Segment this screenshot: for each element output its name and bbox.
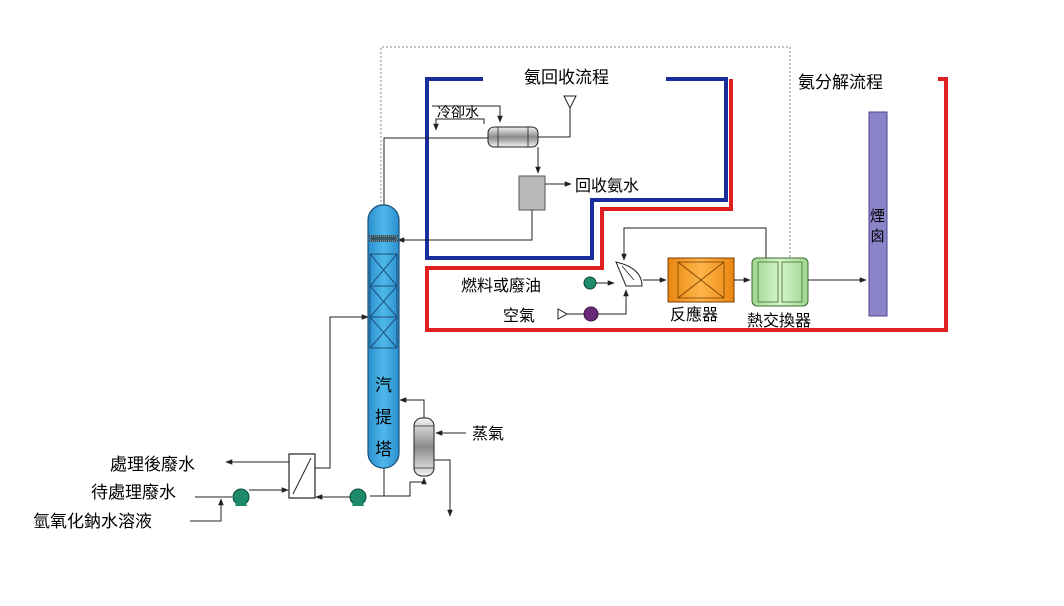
feed-effluent-exchanger (288, 453, 316, 499)
stripping-tower (367, 204, 400, 469)
air-inlet-icon (557, 308, 569, 320)
vent-line (538, 108, 571, 138)
reactor (667, 257, 735, 303)
ammonia-decomposition-label: 氨分解流程 (798, 73, 883, 93)
stripping-tower-char-2: 提 (375, 408, 392, 428)
condenser (487, 126, 539, 148)
heat-exchanger (751, 257, 809, 307)
burner (615, 261, 643, 287)
vent-icon (563, 95, 577, 110)
hx-air-preheat-loop (621, 227, 767, 261)
bottoms-to-reboiler (370, 477, 427, 497)
naoh-line (190, 498, 224, 522)
stack-char-1: 煙 (870, 207, 885, 225)
stack-char-2: 囪 (870, 227, 885, 245)
wastewater-to-treat-label: 待處理廢水 (91, 483, 176, 503)
recovery-boundary (425, 77, 728, 260)
reactor-label: 反應器 (670, 305, 718, 324)
stripping-tower-char-3: 塔 (375, 440, 392, 460)
decomposition-boundary (425, 77, 948, 332)
recovered-ammonia-water-label: 回收氨水 (575, 176, 639, 195)
fuel-pump-icon (583, 276, 597, 290)
reflux-drum (518, 175, 546, 211)
cooling-water-in (432, 105, 503, 123)
air-blower-icon (583, 306, 599, 322)
treated-wastewater-label: 處理後廢水 (110, 455, 195, 475)
stack (868, 111, 888, 317)
steam-label: 蒸氣 (472, 424, 504, 443)
air-label: 空氣 (503, 306, 535, 325)
naoh-solution-label: 氫氧化鈉水溶液 (33, 512, 152, 532)
tower-overhead-line (383, 137, 488, 207)
reboiler (413, 417, 435, 477)
cooling-water-out (433, 118, 485, 131)
bottoms-pump-icon (349, 488, 367, 506)
feed-to-tower (315, 314, 369, 469)
fuel-or-waste-oil-label: 燃料或廢油 (461, 276, 541, 295)
reboiler-vapor-return (399, 397, 425, 418)
feed-pump-icon (232, 488, 250, 506)
dotted-top-line (380, 46, 791, 258)
condensate-out (434, 459, 453, 517)
stripping-tower-char-1: 汽 (375, 376, 392, 396)
heat-exchanger-label: 熱交換器 (747, 311, 811, 330)
ammonia-recovery-label: 氨回收流程 (524, 68, 609, 88)
air-to-burner (598, 289, 629, 315)
cooling-water-label: 冷卻水 (437, 105, 479, 121)
reflux-line (397, 210, 533, 243)
